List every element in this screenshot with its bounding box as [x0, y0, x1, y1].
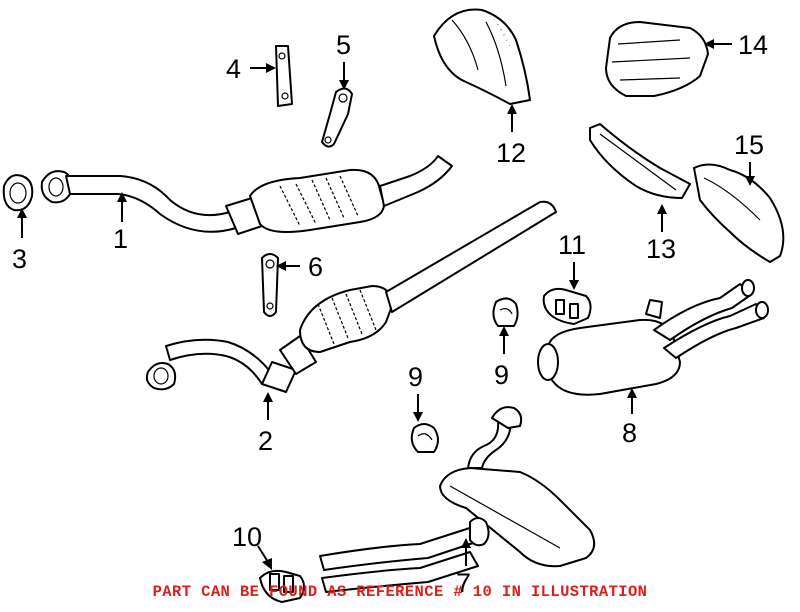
callout-14: 14 [738, 30, 768, 60]
callout-8: 8 [622, 418, 637, 448]
part-1-front-pipe-catalytic-converter [40, 155, 453, 235]
part-11-clamp [542, 287, 592, 325]
callout-6: 6 [308, 252, 323, 282]
reference-note: PART CAN BE FOUND AS REFERENCE # 10 IN I… [152, 583, 648, 601]
part-5-hanger [321, 87, 353, 148]
callout-4: 4 [226, 54, 241, 84]
part-7-front-muffler [319, 406, 596, 593]
callout-15: 15 [734, 130, 764, 160]
callout-1: 1 [113, 224, 128, 254]
part-9-clip-lower [410, 423, 439, 453]
part-2-rear-pipe-catalytic-converter [145, 200, 557, 393]
callout-13: 13 [646, 234, 676, 264]
callout-9-upper: 9 [494, 360, 509, 390]
part-15-heat-shield [693, 163, 785, 263]
part-8-rear-muffler [537, 279, 769, 396]
part-3-gasket [2, 174, 34, 212]
part-12-heat-shield [433, 8, 531, 105]
callout-12: 12 [496, 138, 526, 168]
callout-numbers: 3 1 4 5 6 2 12 14 13 15 11 9 8 9 7 10 [12, 30, 768, 598]
part-6-hanger [261, 253, 279, 317]
part-10-clamp [259, 569, 305, 603]
part-9-clip-upper [492, 297, 519, 327]
part-13-heat-shield [589, 123, 691, 199]
callout-10: 10 [232, 522, 262, 552]
callout-3: 3 [12, 244, 27, 274]
callout-7: 7 [456, 568, 471, 598]
callout-2: 2 [258, 426, 273, 456]
callout-9-lower: 9 [408, 362, 423, 392]
part-14-heat-shield [605, 21, 709, 97]
callout-11: 11 [558, 230, 586, 260]
part-4-bracket [275, 45, 293, 107]
callout-5: 5 [336, 30, 351, 60]
callout-arrows [17, 39, 755, 570]
